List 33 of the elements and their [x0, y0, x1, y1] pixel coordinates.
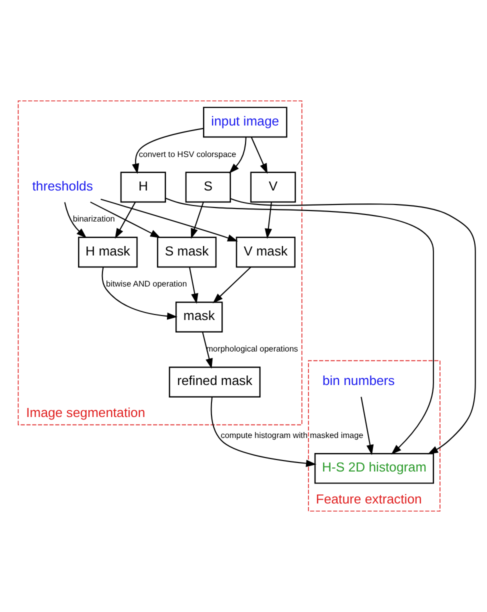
node-text: bin numbers — [322, 373, 395, 388]
edge-label: binarization — [72, 214, 115, 224]
arrow — [64, 202, 87, 238]
arrow — [250, 136, 268, 174]
arrow — [188, 266, 198, 304]
arrow — [90, 202, 161, 238]
arrow — [210, 396, 316, 467]
arrow — [114, 202, 136, 239]
arrow — [228, 137, 246, 174]
node-box: H — [120, 172, 166, 203]
edge-label: compute histogram with masked image — [220, 430, 364, 440]
arrow — [360, 396, 374, 456]
node-box: H mask — [78, 236, 138, 268]
node-box: input image — [203, 106, 288, 138]
edge-label: bitwise AND operation — [106, 280, 187, 289]
arrow — [212, 266, 252, 304]
node-box: mask — [175, 302, 223, 333]
arrow — [100, 198, 238, 242]
arrow — [230, 198, 476, 454]
arrow — [132, 128, 204, 174]
node-box: refined mask — [168, 366, 261, 398]
arrow — [264, 202, 272, 239]
arrow — [202, 332, 213, 369]
edge-label: convert to HSV colorspace — [138, 150, 236, 159]
node-box: S mask — [156, 236, 217, 268]
node-box: H-S 2D histogram — [314, 452, 434, 484]
node-box: V mask — [236, 236, 296, 268]
node-box: V — [250, 172, 296, 203]
arrow — [190, 202, 204, 239]
node-text: thresholds — [32, 178, 93, 194]
arrow — [165, 198, 434, 455]
arrow — [102, 267, 178, 320]
node-box: S — [185, 172, 231, 203]
